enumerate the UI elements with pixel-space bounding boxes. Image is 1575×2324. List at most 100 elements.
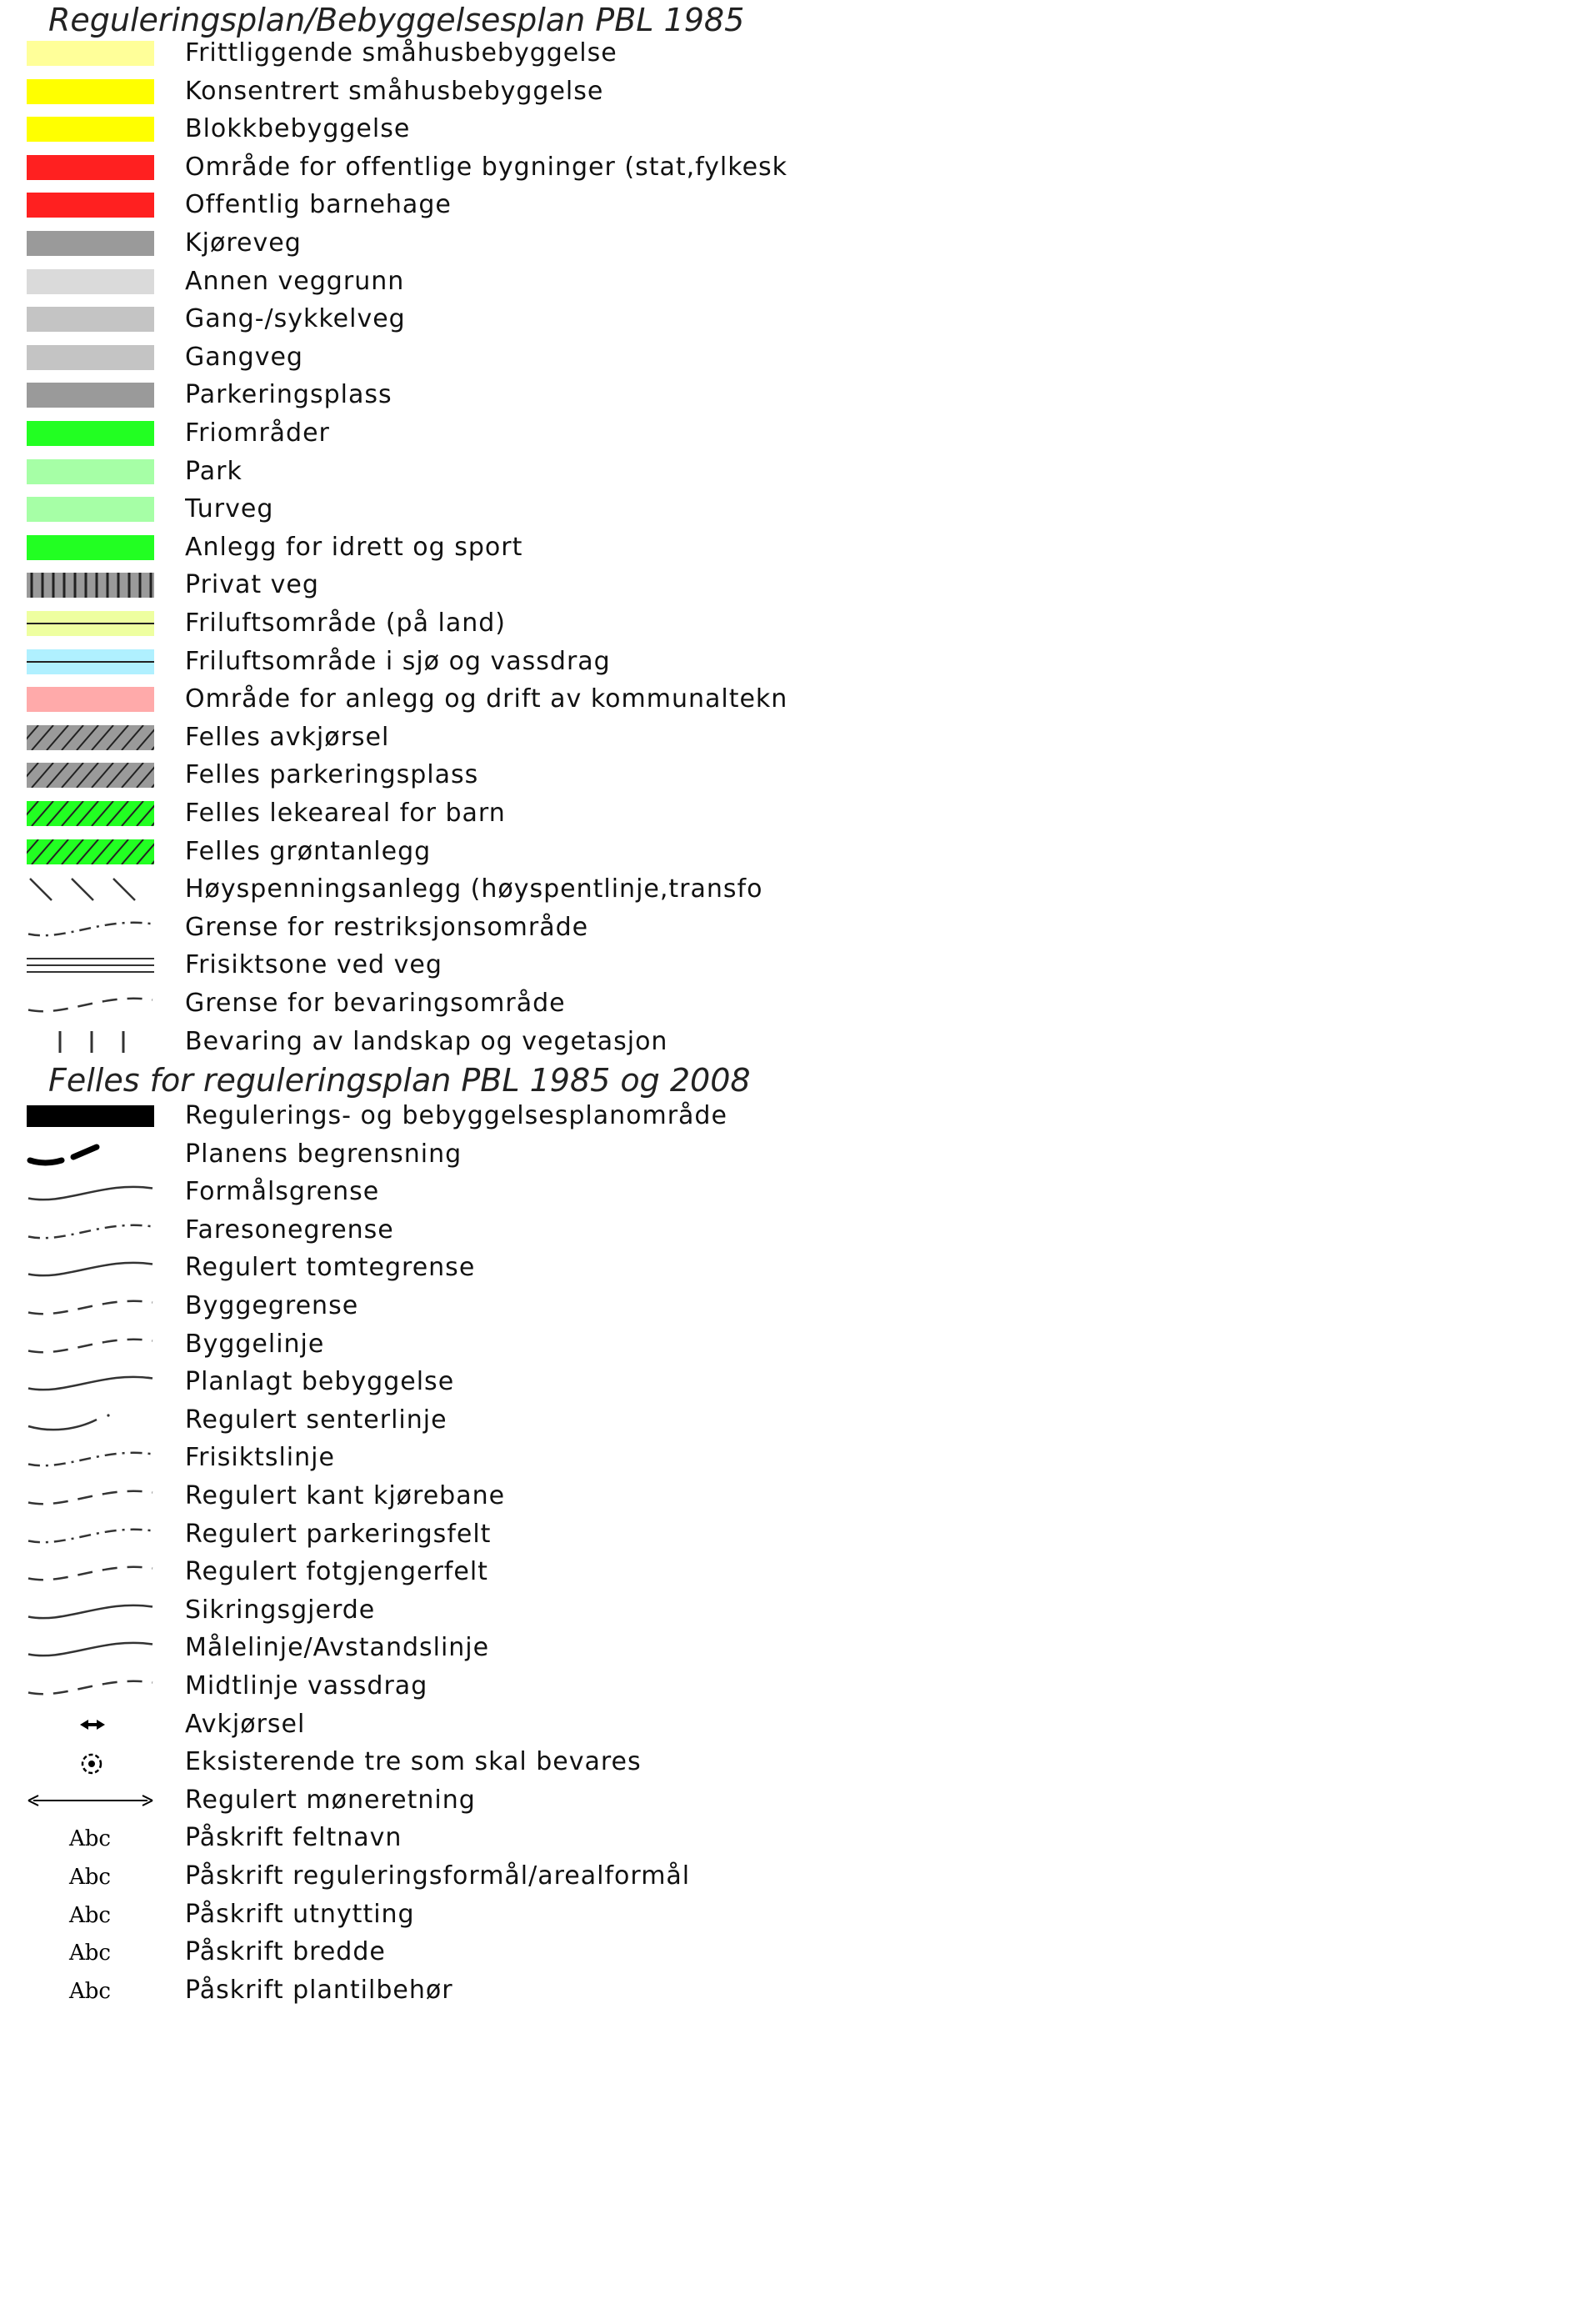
legend-symbol-icon	[27, 573, 154, 599]
legend-item-label: Felles lekeareal for barn	[185, 799, 506, 828]
legend-item-label: Regulert parkeringsfelt	[185, 1519, 492, 1549]
legend-symbol-icon	[27, 193, 154, 218]
legend-item: Avkjørsel	[0, 1708, 800, 1745]
legend-symbol-icon	[28, 1185, 153, 1201]
legend-item: Friluftsområde (på land)	[0, 607, 800, 644]
legend-symbol-icon	[27, 534, 154, 560]
legend-symbol-icon	[28, 1565, 153, 1581]
legend-item: Privat veg	[0, 568, 800, 605]
legend-item-label: Regulert kant kjørebane	[185, 1481, 506, 1510]
legend-item: Regulert parkeringsfelt	[0, 1518, 800, 1555]
legend-item-label: Park	[185, 456, 242, 486]
svg-text:Abc: Abc	[68, 1903, 111, 1927]
legend-item: Abc Påskrift feltnavn	[0, 1821, 800, 1858]
legend-item: Midtlinje vassdrag	[0, 1670, 800, 1706]
legend-item-label: Byggegrense	[185, 1291, 359, 1320]
legend-item-label: Påskrift feltnavn	[185, 1823, 402, 1853]
legend-symbol-icon	[27, 41, 154, 66]
legend-item-label: Regulerings- og bebyggelsesplanområde	[185, 1101, 728, 1130]
legend-item: Felles avkjørsel	[0, 721, 800, 758]
legend-item-label: Byggelinje	[185, 1329, 325, 1359]
legend-item-label: Regulert tomtegrense	[185, 1253, 476, 1283]
legend-item-label: Midtlinje vassdrag	[185, 1671, 428, 1700]
legend-symbol-icon	[27, 117, 154, 143]
legend-symbol-icon	[27, 268, 154, 294]
legend-item-label: Område for anlegg og drift av kommunalte…	[185, 684, 788, 714]
legend-symbol-icon: Abc	[68, 1979, 111, 2003]
svg-text:Abc: Abc	[68, 1941, 111, 1965]
legend-symbol-icon	[27, 1105, 154, 1127]
legend-item-label: Frisiktsone ved veg	[185, 950, 442, 980]
legend-item: Sikringsgjerde	[0, 1594, 800, 1630]
legend-symbol-icon	[80, 1719, 105, 1730]
legend-symbol-icon	[27, 1144, 100, 1166]
legend-item-label: Regulert fotgjengerfelt	[185, 1557, 488, 1587]
legend-symbol-icon: Abc	[68, 1941, 111, 1965]
legend-symbol-icon	[27, 458, 154, 484]
legend-symbol-icon	[27, 497, 154, 523]
legend-item: Konsentrert småhusbebyggelse	[0, 75, 800, 112]
svg-text:Abc: Abc	[68, 1826, 111, 1851]
legend-item: Abc Påskrift reguleringsformål/arealformå…	[0, 1860, 800, 1896]
legend-item-label: Eksisterende tre som skal bevares	[185, 1747, 642, 1777]
legend-item: Regulert møneretning	[0, 1784, 800, 1821]
legend-item: Planlagt bebyggelse	[0, 1365, 800, 1402]
legend-item-label: Frisiktslinje	[185, 1443, 335, 1473]
legend-item: Frisiktsone ved veg	[0, 949, 800, 985]
legend-item-label: Kjøreveg	[185, 228, 302, 258]
legend-symbol-icon	[27, 763, 154, 789]
legend-item-label: Frittliggende småhusbebyggelse	[185, 38, 618, 68]
legend-symbol-icon	[28, 1375, 153, 1391]
legend-item: Blokkbebyggelse	[0, 113, 800, 149]
legend-symbol-icon	[27, 154, 154, 180]
legend-item-label: Anlegg for idrett og sport	[185, 532, 523, 562]
legend-item-label: Friområder	[185, 418, 330, 448]
legend-symbol-icon	[27, 687, 154, 713]
legend-item-label: Friluftsområde (på land)	[185, 609, 506, 638]
legend-symbol-icon	[81, 1753, 102, 1775]
legend-item-label: Gangveg	[185, 342, 303, 372]
legend-symbol-icon	[27, 958, 154, 974]
legend-item-label: Annen veggrunn	[185, 266, 405, 296]
legend-item-label: Gang-/sykkelveg	[185, 304, 406, 334]
legend-symbol-icon	[28, 921, 153, 937]
legend-item-label: Påskrift reguleringsformål/arealformål	[185, 1861, 691, 1891]
legend-item: Frisiktslinje	[0, 1441, 800, 1478]
legend-item: Gangveg	[0, 341, 800, 378]
legend-symbol-icon	[27, 724, 154, 750]
legend-item: Felles lekeareal for barn	[0, 797, 800, 834]
legend-symbol-icon: Abc	[68, 1826, 111, 1851]
legend-item: Eksisterende tre som skal bevares	[0, 1746, 800, 1782]
legend-item: Annen veggrunn	[0, 265, 800, 302]
legend-symbol-icon	[28, 1300, 153, 1315]
legend-item: Område for offentlige bygninger (stat,fy…	[0, 151, 800, 188]
legend-symbol-icon	[28, 997, 153, 1013]
legend-symbol-icon	[28, 1490, 153, 1505]
legend-symbol-icon	[27, 839, 154, 864]
legend-item: Felles parkeringsplass	[0, 759, 800, 795]
legend-item-label: Område for offentlige bygninger (stat,fy…	[185, 152, 788, 182]
legend-symbol-icon	[27, 307, 154, 333]
legend-symbol-icon	[28, 1794, 153, 1806]
legend-symbol-icon	[27, 344, 154, 370]
legend-item: Målelinje/Avstandslinje	[0, 1631, 800, 1668]
legend-item: Gang-/sykkelveg	[0, 303, 800, 339]
legend-item-label: Påskrift bredde	[185, 1937, 386, 1967]
legend-symbol-icon	[28, 1528, 153, 1544]
legend-item: Regulert tomtegrense	[0, 1251, 800, 1288]
legend-item-label: Formålsgrense	[185, 1177, 380, 1207]
legend-item-label: Planlagt bebyggelse	[185, 1367, 455, 1397]
svg-text:Abc: Abc	[68, 1865, 111, 1889]
legend-item-label: Friluftsområde i sjø og vassdrag	[185, 646, 611, 676]
legend-symbol-icon	[27, 231, 154, 256]
legend-symbol-icon	[28, 1680, 153, 1695]
legend-item-label: Sikringsgjerde	[185, 1595, 376, 1625]
map-legend: Reguleringsplan/Bebyggelsesplan PBL 1985…	[0, 0, 800, 2017]
legend-symbol-icon	[28, 1261, 153, 1277]
legend-symbol-icon: Abc	[68, 1903, 111, 1927]
legend-symbol-icon	[27, 801, 154, 826]
legend-item-label: Offentlig barnehage	[185, 190, 452, 220]
legend-item: Abc Påskrift bredde	[0, 1936, 800, 1972]
svg-text:Abc: Abc	[68, 1979, 111, 2003]
